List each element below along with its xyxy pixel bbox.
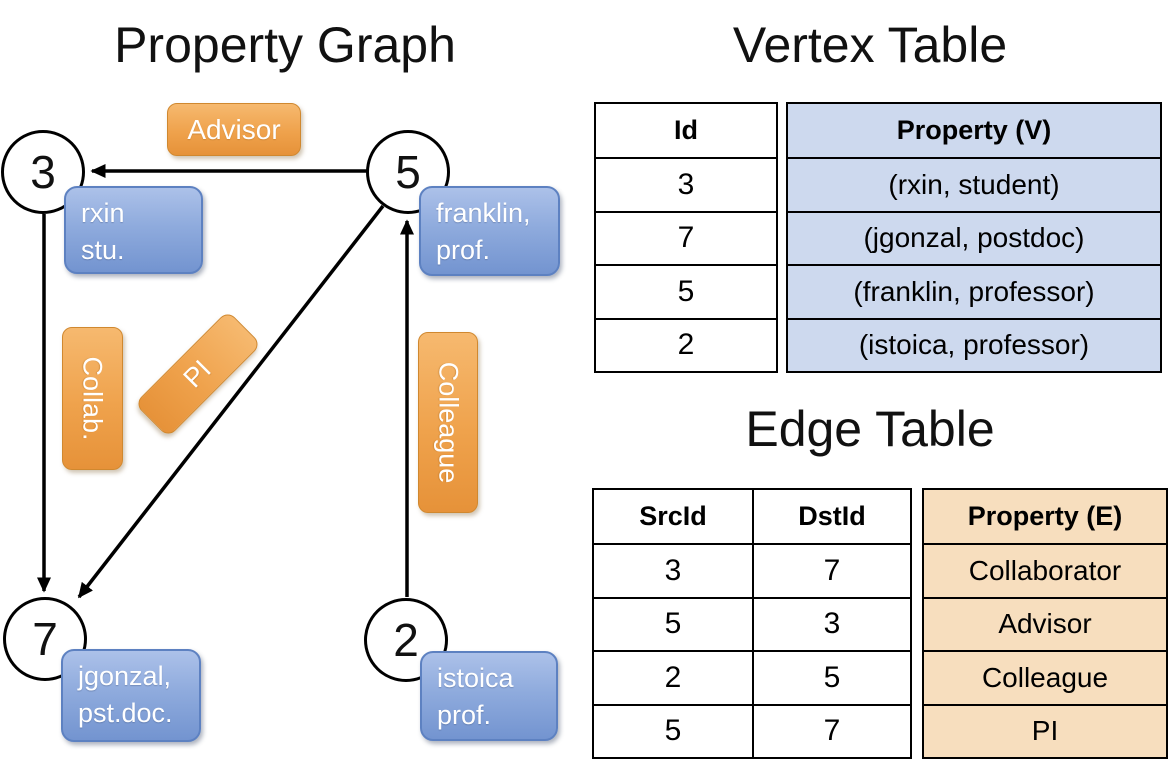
edge-table-property-cell: Advisor	[924, 596, 1166, 650]
edge-table-property-cell: Colleague	[924, 650, 1166, 703]
edge-table-id-columns: SrcId DstId 3 7 5 3 2 5 5 7	[592, 488, 912, 759]
vertex-table-id-cell: 7	[596, 210, 776, 264]
edge-table-property-header: Property (E)	[967, 501, 1123, 532]
edge-label-pi-text: PI	[178, 354, 218, 394]
vertex-table-id-cell: 2	[596, 317, 776, 371]
vertex-table-id-cell: 5	[596, 264, 776, 317]
graph-edges-svg	[36, 163, 415, 599]
edge-table-src-cell: 2	[594, 650, 752, 703]
edge-table-src-cell: 5	[594, 596, 752, 650]
edge-table-src-cell: 3	[594, 543, 752, 596]
vertex-label-istoica-line2: prof.	[437, 700, 492, 730]
edge-table-property-column: Property (E) Collaborator Advisor Collea…	[922, 488, 1168, 759]
edge-label-colleague-text: Colleague	[433, 361, 464, 484]
edge-table-src-header: SrcId	[639, 501, 707, 532]
vertex-table-property-header: Property (V)	[896, 115, 1052, 146]
vertex-label-rxin-line1: rxin	[81, 198, 125, 228]
vertex-table-property-cell: (rxin, student)	[788, 157, 1160, 210]
vertex-table-id-column: Id 3 7 5 2	[594, 102, 778, 373]
edge-table-title: Edge Table	[745, 401, 995, 457]
edge-table-dst-cell: 7	[752, 543, 910, 597]
vertex-label-jgonzal: jgonzal, pst.doc.	[61, 649, 201, 742]
vertex-label-franklin-line1: franklin,	[436, 198, 531, 228]
edge-table-dst-cell: 7	[752, 703, 910, 757]
vertex-table-title: Vertex Table	[732, 17, 1008, 73]
edge-table-property-cell: PI	[924, 703, 1166, 757]
vertex-node-7-id: 7	[32, 613, 58, 665]
vertex-table-id-header: Id	[674, 115, 698, 146]
vertex-label-rxin-line2: stu.	[81, 235, 125, 265]
vertex-table-property-cell: (jgonzal, postdoc)	[788, 210, 1160, 264]
vertex-node-3-id: 3	[30, 146, 56, 198]
vertex-label-istoica-line1: istoica	[437, 663, 514, 693]
vertex-table-property-cell: (franklin, professor)	[788, 264, 1160, 317]
edge-label-advisor-text: Advisor	[187, 113, 281, 145]
edge-table-dst-cell: 3	[752, 596, 910, 651]
property-graph-title: Property Graph	[114, 17, 456, 73]
vertex-label-jgonzal-line1: jgonzal,	[78, 661, 172, 691]
vertex-label-franklin-line2: prof.	[436, 235, 491, 265]
vertex-label-franklin: franklin, prof.	[419, 186, 560, 276]
edge-table-dst-cell: 5	[752, 650, 910, 704]
edge-label-collab: Collab.	[62, 327, 123, 470]
edge-label-advisor: Advisor	[167, 103, 301, 156]
edge-table-dst-header: DstId	[752, 490, 910, 544]
edge-label-colleague: Colleague	[418, 332, 478, 513]
edge-pi-arrow	[77, 204, 385, 599]
vertex-label-rxin: rxin stu.	[64, 186, 203, 274]
vertex-table-property-cell: (istoica, professor)	[788, 317, 1160, 371]
vertex-label-istoica: istoica prof.	[420, 651, 558, 741]
vertex-table-property-column: Property (V) (rxin, student) (jgonzal, p…	[786, 102, 1162, 373]
edge-table-property-cell: Collaborator	[924, 543, 1166, 596]
vertex-table-id-cell: 3	[596, 157, 776, 210]
vertex-node-2: 2	[364, 598, 448, 682]
edge-label-collab-text: Collab.	[78, 356, 109, 441]
vertex-label-jgonzal-line2: pst.doc.	[78, 698, 173, 728]
edge-table-src-cell: 5	[594, 703, 752, 757]
vertex-node-5: 5	[366, 130, 450, 214]
vertex-node-2-id: 2	[393, 614, 419, 666]
vertex-node-5-id: 5	[395, 146, 421, 198]
